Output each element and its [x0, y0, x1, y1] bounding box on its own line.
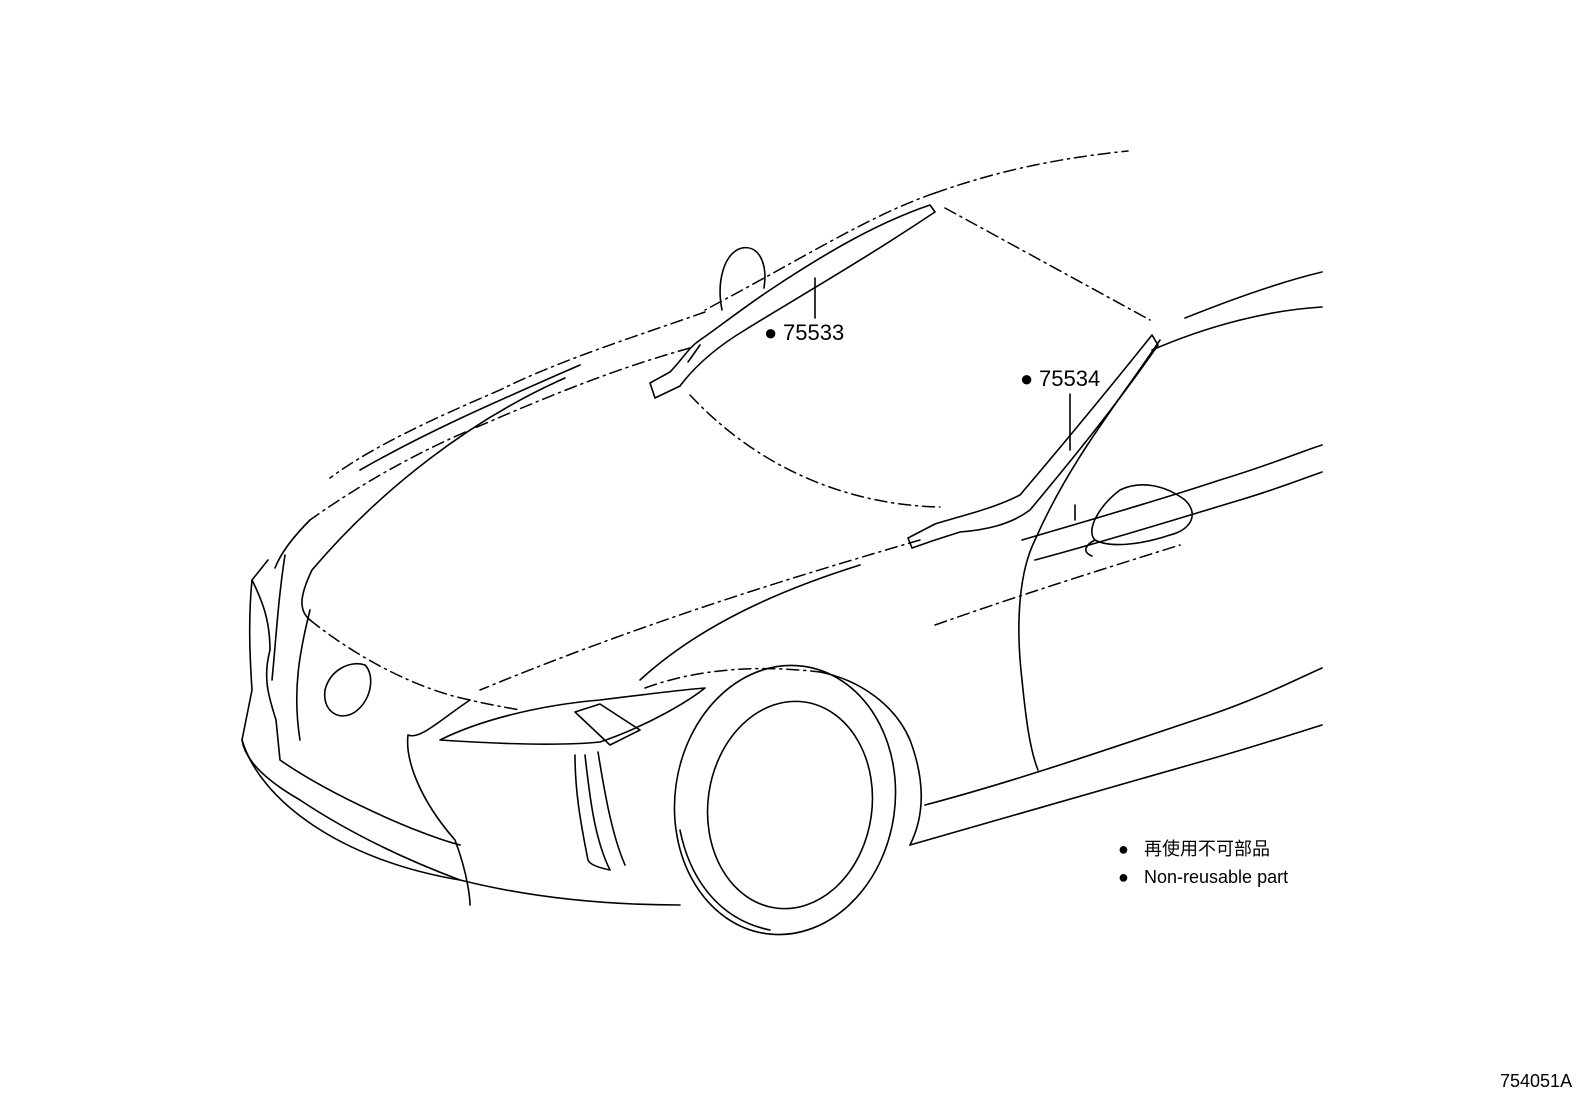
callout-75533: ● 75533 [764, 320, 844, 345]
callout-75534: ● 75534 [1020, 366, 1100, 391]
legend: ● 再使用不可部品 ● Non-reusable part [1118, 839, 1288, 887]
legend-marker-jp: ● [1118, 839, 1129, 859]
car-outline [241, 150, 1323, 936]
legend-marker-en: ● [1118, 867, 1129, 887]
non-reusable-marker: ● [764, 320, 777, 345]
legend-text-en: Non-reusable part [1144, 867, 1288, 887]
illustration-id: 754051A [1500, 1071, 1572, 1091]
moulding-75533 [649, 204, 936, 399]
leader-lines [814, 277, 1071, 451]
non-reusable-marker: ● [1020, 366, 1033, 391]
legend-text-jp: 再使用不可部品 [1144, 839, 1270, 859]
part-number-label: 75534 [1039, 366, 1100, 391]
part-number-label: 75533 [783, 320, 844, 345]
moulding-75534 [907, 334, 1159, 549]
